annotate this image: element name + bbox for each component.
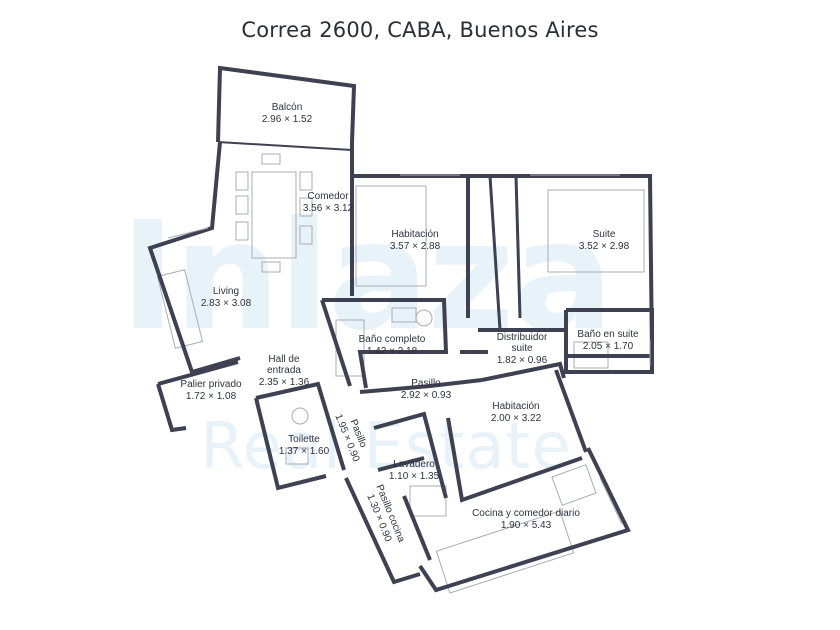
label-balcon-size: 2.96 × 1.52 <box>262 114 313 125</box>
bed-suite <box>547 189 645 273</box>
label-toilette-name: Toilette <box>288 434 320 445</box>
label-toilette-size: 1.37 × 1.60 <box>279 446 330 457</box>
label-habitacion-name: Habitación <box>391 229 438 240</box>
washer <box>409 485 447 517</box>
living-sofa <box>156 269 204 349</box>
bathtub <box>335 319 365 377</box>
label-bano-suite-name: Baño en suite <box>577 329 639 340</box>
room-labels: Balcón 2.96 × 1.52 Comedor 3.56 × 3.12 H… <box>180 102 639 544</box>
label-habitacion2-size: 2.00 × 3.22 <box>491 413 542 424</box>
label-palier-size: 1.72 × 1.08 <box>186 391 237 402</box>
label-habitacion2-name: Habitación <box>492 401 539 412</box>
label-cocina-name: Cocina y comedor diario <box>472 508 580 519</box>
label-living-name: Living <box>213 286 239 297</box>
label-distribuidor-name2: suite <box>511 343 533 354</box>
sink-toilette <box>285 447 309 465</box>
label-distribuidor-size: 1.82 × 0.96 <box>497 355 548 366</box>
label-lavadero-size: 1.10 × 1.35 <box>389 471 440 482</box>
bed-habitacion <box>355 185 427 287</box>
label-bano-completo-size: 1.42 × 2.18 <box>367 346 418 357</box>
toilet-toilette <box>291 407 309 425</box>
walls <box>147 65 655 593</box>
sink-bano <box>391 307 417 323</box>
label-pasillo-size: 2.92 × 0.93 <box>401 390 452 401</box>
label-suite-name: Suite <box>593 229 616 240</box>
label-hall-name2: entrada <box>267 365 301 376</box>
label-habitacion-size: 3.57 × 2.88 <box>390 241 441 252</box>
label-lavadero-name: Lavadero <box>393 459 435 470</box>
label-suite-size: 3.52 × 2.98 <box>579 241 630 252</box>
label-cocina-size: 1.90 × 5.43 <box>501 520 552 531</box>
label-comedor-name: Comedor <box>307 191 349 202</box>
dining-table <box>251 171 297 259</box>
label-hall-name1: Hall de <box>268 354 300 365</box>
label-distribuidor-name1: Distribuidor <box>497 332 548 343</box>
kitchen-counter <box>435 510 575 594</box>
windows <box>167 174 651 525</box>
label-balcon-name: Balcón <box>272 102 303 113</box>
label-palier-name: Palier privado <box>180 379 242 390</box>
label-pasillo-cocina: Pasillo cocina 1.30 × 0.90 <box>364 483 406 544</box>
label-bano-completo-name: Baño completo <box>359 334 426 345</box>
label-pasillo-name: Pasillo <box>411 378 441 389</box>
label-comedor-size: 3.56 × 3.12 <box>303 203 354 214</box>
label-bano-suite-size: 2.05 × 1.70 <box>583 341 634 352</box>
page-title: Correa 2600, CABA, Buenos Aires <box>241 18 599 42</box>
label-hall-size: 2.35 × 1.36 <box>259 377 310 388</box>
toilet-bano <box>415 309 433 327</box>
furniture-layer <box>156 153 645 594</box>
kitchen-table <box>551 464 597 506</box>
label-living-size: 2.83 × 3.08 <box>201 298 252 309</box>
